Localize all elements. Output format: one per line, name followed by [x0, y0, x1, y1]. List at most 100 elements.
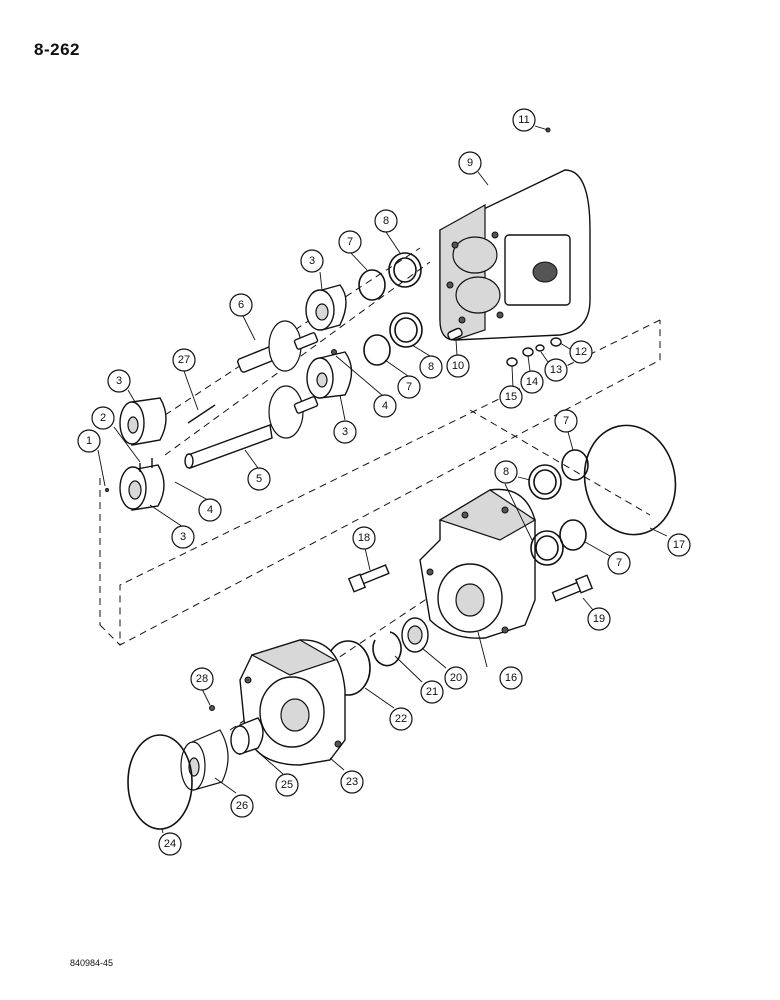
callout-26: 26: [230, 794, 254, 818]
svg-text:4: 4: [382, 400, 388, 412]
svg-text:21: 21: [426, 686, 438, 698]
svg-text:12: 12: [575, 346, 587, 358]
svg-text:20: 20: [450, 672, 462, 684]
callout-8c: 8: [494, 460, 518, 484]
svg-text:10: 10: [452, 360, 464, 372]
svg-text:13: 13: [550, 364, 562, 376]
svg-text:3: 3: [309, 255, 315, 267]
svg-text:7: 7: [563, 415, 569, 427]
fitting-part-28: [209, 705, 215, 711]
svg-text:6: 6: [238, 299, 244, 311]
pin-part-1: [105, 488, 109, 492]
svg-text:17: 17: [673, 539, 685, 551]
seal-part-8-right-lower: [530, 530, 564, 566]
callout-7d: 7: [607, 551, 631, 575]
seal-ring-part-7-right-upper: [561, 449, 589, 481]
callout-17: 17: [667, 533, 691, 557]
callout-3c: 3: [333, 420, 357, 444]
seal-part-8-right-lower-inner: [535, 535, 559, 561]
callout-11: 11: [512, 108, 536, 132]
o-ring-part-24: [127, 734, 193, 830]
callout-6: 6: [229, 293, 253, 317]
svg-text:3: 3: [116, 375, 122, 387]
key-pin-part-27: [187, 404, 216, 424]
svg-text:7: 7: [616, 557, 622, 569]
svg-text:3: 3: [180, 531, 186, 543]
pin-part-10: [447, 327, 463, 341]
callout-19: 19: [587, 607, 611, 631]
seal-part-8-right-upper-inner: [533, 469, 557, 495]
svg-text:28: 28: [196, 673, 208, 685]
o-ring-part-17: [583, 424, 677, 536]
callout-5: 5: [247, 467, 271, 491]
page-number: 8-262: [34, 40, 80, 59]
callout-12: 12: [569, 340, 593, 364]
washer-part-20-inner: [407, 625, 423, 645]
leader-lines: [97, 125, 668, 834]
callout-25: 25: [275, 773, 299, 797]
callout-15: 15: [499, 385, 523, 409]
dowel-part-4: [331, 349, 337, 355]
svg-text:14: 14: [526, 376, 538, 388]
bolt-part-19: [551, 574, 594, 602]
callout-8a: 8: [374, 209, 398, 233]
callout-7a: 7: [338, 230, 362, 254]
seal-part-8-middle: [389, 312, 423, 348]
svg-text:25: 25: [281, 779, 293, 791]
svg-text:7: 7: [347, 236, 353, 248]
bushing-part-25: [230, 717, 264, 755]
seal-ring-part-7-upper: [358, 269, 386, 301]
snap-ring-part-21: [372, 631, 402, 667]
svg-text:11: 11: [518, 114, 529, 126]
seal-part-8-right-upper: [528, 464, 562, 500]
svg-text:24: 24: [164, 838, 176, 850]
drive-shaft-part-5: [184, 385, 319, 469]
bearing-part-3-middle: [306, 351, 353, 399]
coupler-part-26: [180, 729, 229, 791]
svg-text:23: 23: [346, 776, 358, 788]
svg-text:3: 3: [342, 426, 348, 438]
callout-10: 10: [446, 354, 470, 378]
svg-text:15: 15: [505, 391, 517, 403]
callout-4b: 4: [373, 394, 397, 418]
svg-text:8: 8: [383, 215, 389, 227]
callout-16: 16: [499, 666, 523, 690]
figure-code: 840984-45: [70, 958, 114, 968]
callout-13: 13: [544, 358, 568, 382]
callout-23: 23: [340, 770, 364, 794]
front-cover-part-16: [419, 488, 537, 639]
seal-part-8-upper-inner: [393, 257, 417, 283]
callout-20: 20: [444, 666, 468, 690]
bearing-part-3-left-upper: [119, 397, 167, 446]
callout-9: 9: [458, 151, 482, 175]
callout-28: 28: [190, 667, 214, 691]
bearing-part-3-left-lower: [119, 464, 165, 511]
callout-1: 1: [77, 429, 101, 453]
svg-text:7: 7: [406, 381, 412, 393]
callout-21: 21: [420, 680, 444, 704]
callout-14: 14: [520, 370, 544, 394]
svg-text:5: 5: [256, 473, 262, 485]
svg-text:27: 27: [178, 354, 190, 366]
seal-part-8-middle-inner: [394, 317, 418, 343]
callout-3d: 3: [171, 525, 195, 549]
callout-7b: 7: [397, 375, 421, 399]
callout-3a: 3: [107, 369, 131, 393]
svg-text:2: 2: [100, 412, 106, 424]
gear-shaft-part-6: [237, 320, 319, 373]
seal-ring-part-7-right-lower: [559, 519, 587, 551]
callout-24: 24: [158, 832, 182, 856]
callout-27: 27: [172, 348, 196, 372]
svg-text:16: 16: [505, 672, 517, 684]
seal-ring-part-7-middle: [363, 334, 391, 366]
callout-3b: 3: [300, 249, 324, 273]
svg-text:18: 18: [358, 532, 370, 544]
callout-8b: 8: [419, 355, 443, 379]
svg-text:4: 4: [207, 504, 213, 516]
svg-text:22: 22: [395, 713, 407, 725]
callout-22: 22: [389, 707, 413, 731]
pump-body-part-9: [439, 169, 591, 341]
svg-text:9: 9: [467, 157, 473, 169]
callout-4a: 4: [198, 498, 222, 522]
